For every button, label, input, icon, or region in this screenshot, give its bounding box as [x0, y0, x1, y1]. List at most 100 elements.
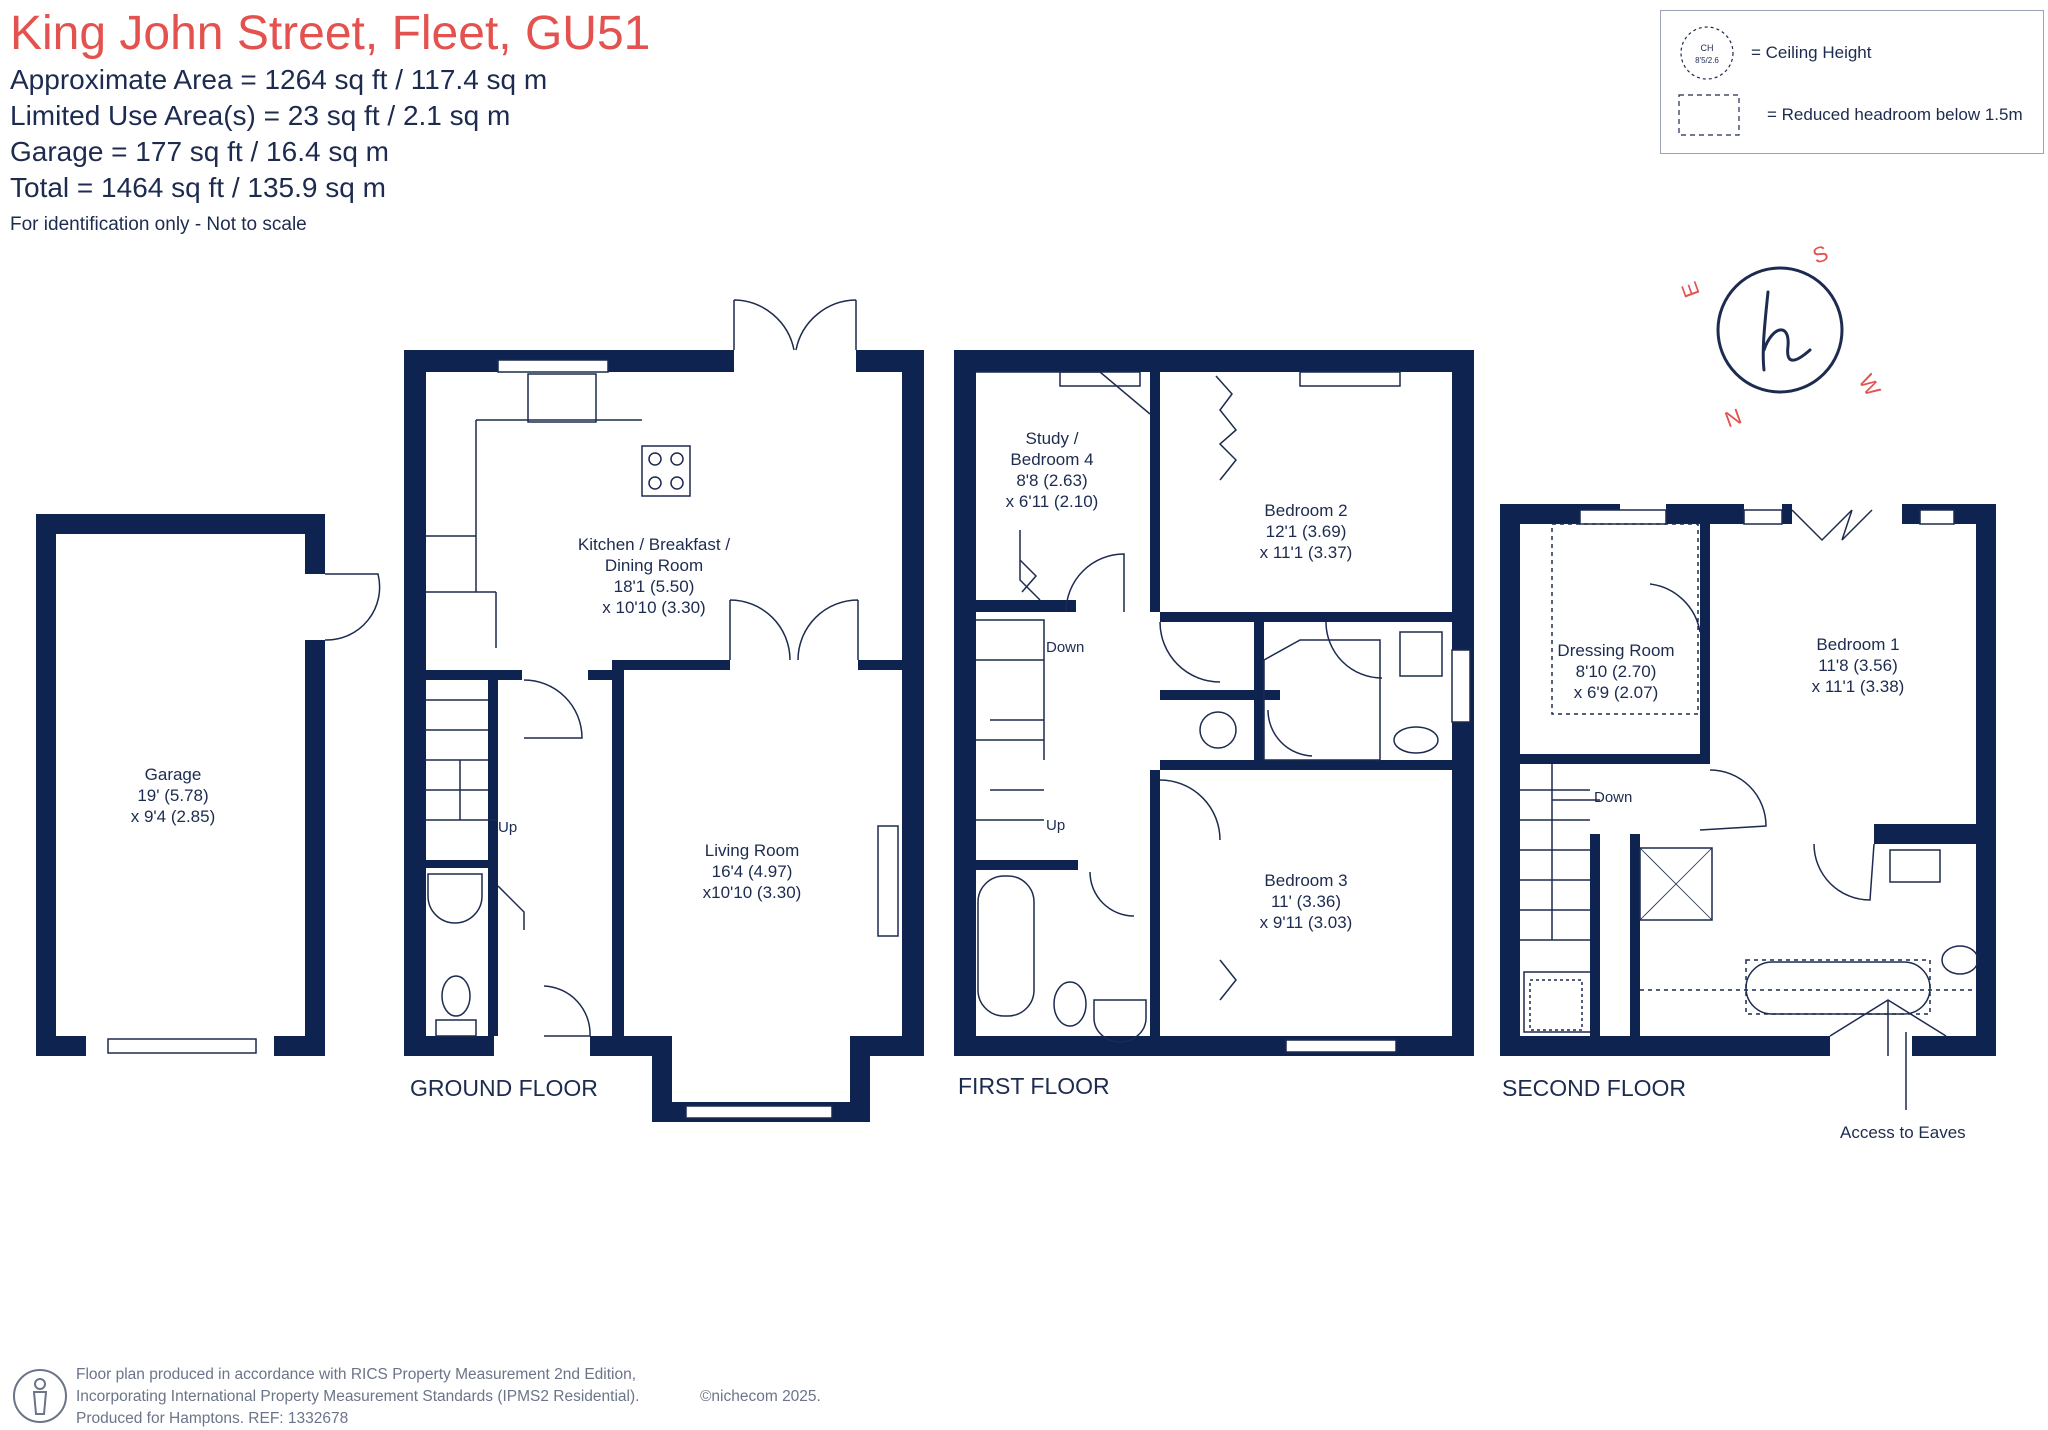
second-floor-plan [1500, 504, 1996, 1110]
garage-dim-2: x 9'4 (2.85) [131, 807, 216, 826]
door-swing [1649, 583, 1701, 633]
bedroom-2-dim-2: x 11'1 (3.37) [1260, 543, 1353, 562]
window [1285, 1039, 1397, 1053]
bedroom-3-dim-2: x 9'11 (3.03) [1260, 913, 1353, 932]
ceiling-height-label: = Ceiling Height [1751, 43, 1872, 62]
wall [36, 1036, 86, 1056]
wall [1976, 834, 1996, 1056]
icon-ring [13, 1369, 67, 1423]
fittings [424, 299, 899, 1037]
window [1919, 509, 1955, 525]
hob-ring [648, 476, 662, 490]
door-swing [1065, 553, 1125, 613]
reduced-headroom-icon [1678, 94, 1740, 136]
wall [1630, 1036, 1830, 1056]
icon-head [34, 1378, 46, 1390]
fittings [1520, 509, 1979, 1110]
ground-floor-label: GROUND FLOOR [410, 1075, 598, 1101]
ch-symbol: CH [1701, 43, 1714, 53]
bedroom-2-dim-1: 12'1 (3.69) [1266, 522, 1347, 541]
wall [274, 1036, 325, 1056]
living-room-dim-2: x10'10 (3.30) [703, 883, 802, 902]
stair-labels: Up Down Up Down [498, 639, 1632, 836]
dressing-room-dim-1: 8'10 (2.70) [1576, 662, 1657, 681]
wall [404, 1036, 494, 1056]
hob-ring [648, 452, 662, 466]
wall [858, 660, 924, 670]
compass-s: S [1809, 240, 1831, 269]
shower-enclosure [1263, 639, 1381, 761]
wall [36, 514, 56, 1056]
hob-icon [641, 445, 691, 497]
living-room-label: Living Room [705, 841, 800, 860]
bedroom-1-dim-1: 11'8 (3.56) [1818, 656, 1897, 675]
door-swing [497, 885, 591, 1037]
shower-tray [1267, 709, 1313, 757]
area-limited-use: Limited Use Area(s) = 23 sq ft / 2.1 sq … [10, 100, 511, 131]
first-stair-down: Down [1046, 639, 1084, 656]
area-total: Total = 1464 sq ft / 135.9 sq m [10, 172, 386, 203]
wall [1500, 1036, 1630, 1056]
ceiling-height-icon [1680, 26, 1734, 80]
garage-dim-1: 19' (5.78) [137, 786, 208, 805]
second-floor-label: SECOND FLOOR [1502, 1075, 1686, 1101]
eaves-doors [1829, 999, 1947, 1056]
kitchen-units [426, 419, 642, 648]
wall [612, 660, 730, 670]
bedroom-1-label: Bedroom 1 [1816, 635, 1899, 654]
reduced-headroom-zone [1745, 959, 1931, 1015]
wall [305, 640, 325, 1056]
wall [954, 350, 1474, 372]
area-approximate: Approximate Area = 1264 sq ft / 117.4 sq… [10, 64, 548, 95]
dressing-room-label: Dressing Room [1557, 641, 1674, 660]
door-swing [1159, 621, 1221, 683]
staircase [1520, 764, 1600, 941]
wash-basin-icon [1889, 849, 1941, 883]
wash-basin-icon [427, 873, 483, 924]
cistern [435, 1019, 477, 1037]
wall [1160, 612, 1454, 622]
window [1299, 371, 1401, 387]
door-swing [523, 679, 583, 739]
bedroom-1-dim-2: x 11'1 (3.38) [1812, 677, 1905, 696]
first-floor-label: FIRST FLOOR [958, 1073, 1110, 1099]
wall [1782, 504, 1792, 524]
access-to-eaves-label: Access to Eaves [1840, 1123, 1966, 1142]
wall [1722, 504, 1744, 524]
first-floor-plan [954, 350, 1474, 1056]
wall [426, 670, 522, 680]
logo-h-icon [1761, 290, 1812, 372]
window [1579, 509, 1667, 525]
reduced-headroom-zone [1529, 979, 1583, 1031]
door-swing [324, 573, 381, 641]
header-block: King John Street, Fleet, GU51 Approximat… [10, 6, 650, 240]
wall [1874, 824, 1996, 844]
wardrobe-icon [1219, 959, 1237, 1001]
ground-stair-up: Up [498, 819, 517, 836]
sink-icon [527, 373, 597, 423]
staircase [424, 699, 498, 821]
shower-tray [1639, 847, 1713, 921]
garage-plan [36, 514, 381, 1056]
bath-icon [1745, 961, 1931, 1015]
icon-body [32, 1391, 48, 1415]
wall [1160, 760, 1454, 770]
footer-line-1: Floor plan produced in accordance with R… [76, 1366, 637, 1383]
bedroom-3-dim-1: 11' (3.36) [1271, 892, 1341, 911]
storage [1523, 971, 1590, 1033]
footer-block: Floor plan produced in accordance with R… [76, 1364, 821, 1430]
toilet-icon [441, 975, 471, 1017]
wall [305, 514, 325, 574]
wall [404, 350, 426, 1056]
french-doors [1791, 509, 1873, 542]
wall [976, 860, 1078, 870]
ch-value: 8'5/2.6 [1695, 56, 1719, 65]
compass-w: W [1854, 370, 1886, 401]
french-doors [733, 299, 857, 351]
wall [850, 1036, 870, 1122]
study-partition [976, 371, 1151, 601]
shower-drain [1639, 847, 1713, 921]
bath-icon [977, 875, 1035, 1017]
reduced-headroom-label: = Reduced headroom below 1.5m [1767, 105, 2023, 124]
ground-floor-plan [404, 299, 924, 1122]
